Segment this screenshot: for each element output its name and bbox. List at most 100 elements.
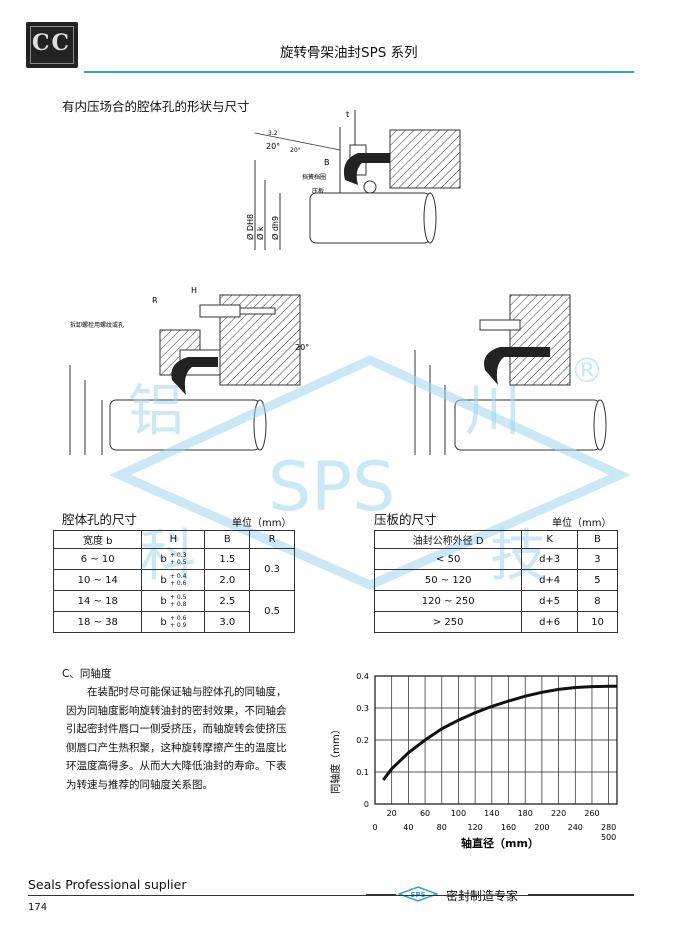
table-cell: 10 [576, 611, 619, 633]
chart-grid [374, 675, 618, 805]
chart-xlabel: 轴直径（mm） [461, 836, 539, 850]
table-cell: 50 ~ 120 [373, 569, 523, 591]
table-cell: 1.5 [204, 548, 251, 570]
table-row: 6 ~ 10 b + 0.3+ 0.5 1.5 0.3 [52, 548, 295, 591]
plate-table-unit: 单位（mm） [552, 518, 612, 529]
table-cell-h: b + 0.5+ 0.8 [141, 590, 206, 612]
table-header-row: 油封公称外径 D K B [373, 530, 619, 549]
chart-xtick-label: 120 [467, 823, 482, 832]
table-cell: 2.5 [204, 590, 251, 612]
table-cell: 0.5 [249, 590, 295, 633]
chart-xtick-label: 160 [501, 823, 516, 832]
chart-xtick-extra: 500 [601, 833, 616, 842]
screw-hole-label: 拆卸螺栓用螺纹或孔 [70, 321, 124, 329]
roughness-label: 3.2 [268, 130, 278, 137]
table-header: B [576, 530, 619, 549]
chart-xtick-label: 100 [451, 809, 466, 818]
table-header: R [249, 530, 295, 549]
coaxiality-paragraph: 在装配时尽可能保证轴与腔体孔的同轴度，因为同轴度影响旋转油封的密封效果，不同轴会… [66, 686, 287, 791]
chart-ytick-label: 0.3 [356, 704, 369, 713]
chart-ytick-label: 0.2 [356, 736, 369, 745]
diagram2-label-h: H [191, 286, 197, 295]
chart-xtick-label: 200 [534, 823, 549, 832]
table-cell: 18 ~ 38 [52, 611, 143, 633]
chart-ylabel: 同轴度（mm） [329, 724, 342, 793]
spring-ring-label: 挡簧档圈 [302, 173, 326, 181]
table-cell: d+6 [521, 611, 578, 633]
chart-ytick-label: 0 [364, 800, 369, 809]
table-row: 18 ~ 38 b + 0.6+ 0.9 3.0 [52, 611, 295, 633]
plate-dimension-table: 油封公称外径 D K B < 50 d+3 3 50 ~ 120 d+4 5 1… [373, 530, 619, 633]
watermark-char-1: 铝 [128, 379, 184, 444]
diagram-top: t 20° 20° 3.2 B 挡簧档圈 压板 Ø DH8 Ø k Ø dh9 [245, 110, 461, 250]
chart-xtick-label: 180 [518, 809, 533, 818]
header-divider [84, 71, 634, 73]
cavity-dimension-table: 宽度 b H B R 6 ~ 10 b + 0.3+ 0.5 1.5 0.3 1… [52, 530, 295, 633]
page-number: 174 [28, 902, 48, 913]
chart-xtick-label: 140 [484, 809, 499, 818]
chart-xtick-label: 260 [584, 809, 599, 818]
chart-xtick-label: 60 [420, 809, 430, 818]
table-cell: 3 [576, 548, 619, 570]
table-cell-h: b + 0.3+ 0.5 [141, 548, 206, 570]
diagram-label-t: t [346, 110, 349, 119]
table-row: < 50 d+3 3 [373, 548, 619, 570]
r-label: R [152, 296, 158, 305]
chart-ytick-label: 0.1 [356, 768, 369, 777]
chart-xtick-label: 80 [437, 823, 447, 832]
footer-tagline: Seals Professional suplier [28, 877, 187, 892]
table-row: 50 ~ 120 d+4 5 [373, 569, 619, 591]
table-cell: 6 ~ 10 [52, 548, 143, 570]
chart-xtick-label: 280 [601, 823, 616, 832]
table-cell: d+3 [521, 548, 578, 570]
chart-xtick-label: 40 [403, 823, 413, 832]
table-cell: > 250 [373, 611, 523, 633]
footer-slogan: 密封制造专家 [446, 889, 519, 903]
chart-ytick-label: 0.4 [356, 672, 369, 681]
diagram-label-b: B [324, 158, 330, 167]
k-label: Ø k [255, 226, 265, 240]
table-cell: 8 [576, 590, 619, 612]
brand-logo: CC [26, 22, 78, 68]
page-title: 旋转骨架油封SPS 系列 [280, 45, 418, 61]
footer-divider [28, 895, 634, 896]
table-row: 14 ~ 18 b + 0.5+ 0.8 2.5 0.5 [52, 590, 295, 633]
table-header: K [521, 530, 578, 549]
watermark-registered: ® [570, 351, 604, 391]
diagram-bottom-left: R H 拆卸螺栓用螺纹或孔 20° [69, 286, 309, 455]
table-cell: < 50 [373, 548, 523, 570]
angle-label: 20° [266, 142, 280, 151]
chart-xtick-label: 220 [551, 809, 566, 818]
chart-xtick-label: 20 [387, 809, 397, 818]
chart-xtick-label: 0 [372, 823, 377, 832]
press-plate-label: 压板 [312, 187, 324, 195]
diagram2-angle: 20° [295, 343, 309, 352]
table-cell: 3.0 [204, 611, 251, 633]
logo-text: CC [32, 30, 72, 56]
table-row: 10 ~ 14 b + 0.4+ 0.6 2.0 [52, 569, 295, 591]
table-cell: 5 [576, 569, 619, 591]
section-title: 有内压场合的腔体孔的形状与尺寸 [62, 99, 250, 114]
chart-xtick-label: 240 [568, 823, 583, 832]
table-header: 油封公称外径 D [373, 530, 523, 549]
angle-label-b: 20° [290, 147, 301, 154]
table-header-row: 宽度 b H B R [52, 530, 295, 549]
cavity-table-unit: 单位（mm） [232, 518, 292, 529]
watermark-char-2: 川 [465, 379, 521, 444]
table-cell: 120 ~ 250 [373, 590, 523, 612]
table-cell: 14 ~ 18 [52, 590, 143, 612]
table-cell-h: b + 0.6+ 0.9 [141, 611, 206, 633]
table-row: > 250 d+6 10 [373, 611, 619, 633]
table-cell: 10 ~ 14 [52, 569, 143, 591]
table-header: 宽度 b [52, 530, 143, 549]
plate-table-title: 压板的尺寸 [374, 512, 437, 527]
dh8-label: Ø DH8 [245, 214, 255, 240]
table-cell-h: b + 0.4+ 0.6 [141, 569, 206, 591]
table-cell: d+5 [521, 590, 578, 612]
table-header: B [204, 530, 251, 549]
logo-frame [30, 26, 74, 64]
coaxiality-chart: 0 0.1 0.2 0.3 0.4 20 60 100 140 180 220 260 0 40 80 120… [329, 672, 618, 850]
dh9-label: Ø dh9 [270, 216, 280, 240]
table-cell: 2.0 [204, 569, 251, 591]
table-row: 120 ~ 250 d+5 8 [373, 590, 619, 612]
